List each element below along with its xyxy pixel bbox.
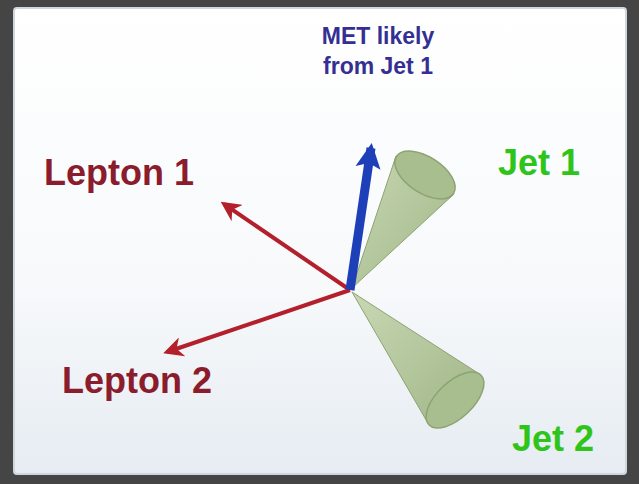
lepton-arrow — [224, 204, 350, 290]
lepton-label: Lepton 2 — [62, 360, 212, 401]
met-arrow — [350, 148, 371, 290]
met-label: MET likely from Jet 1 — [303, 22, 453, 82]
lepton-arrow — [167, 290, 350, 352]
jet-label: Jet 2 — [512, 418, 594, 459]
jet-cone — [352, 292, 493, 438]
lepton-label: Lepton 1 — [44, 152, 194, 193]
slide-panel — [14, 8, 626, 474]
jet-label: Jet 1 — [498, 142, 580, 183]
